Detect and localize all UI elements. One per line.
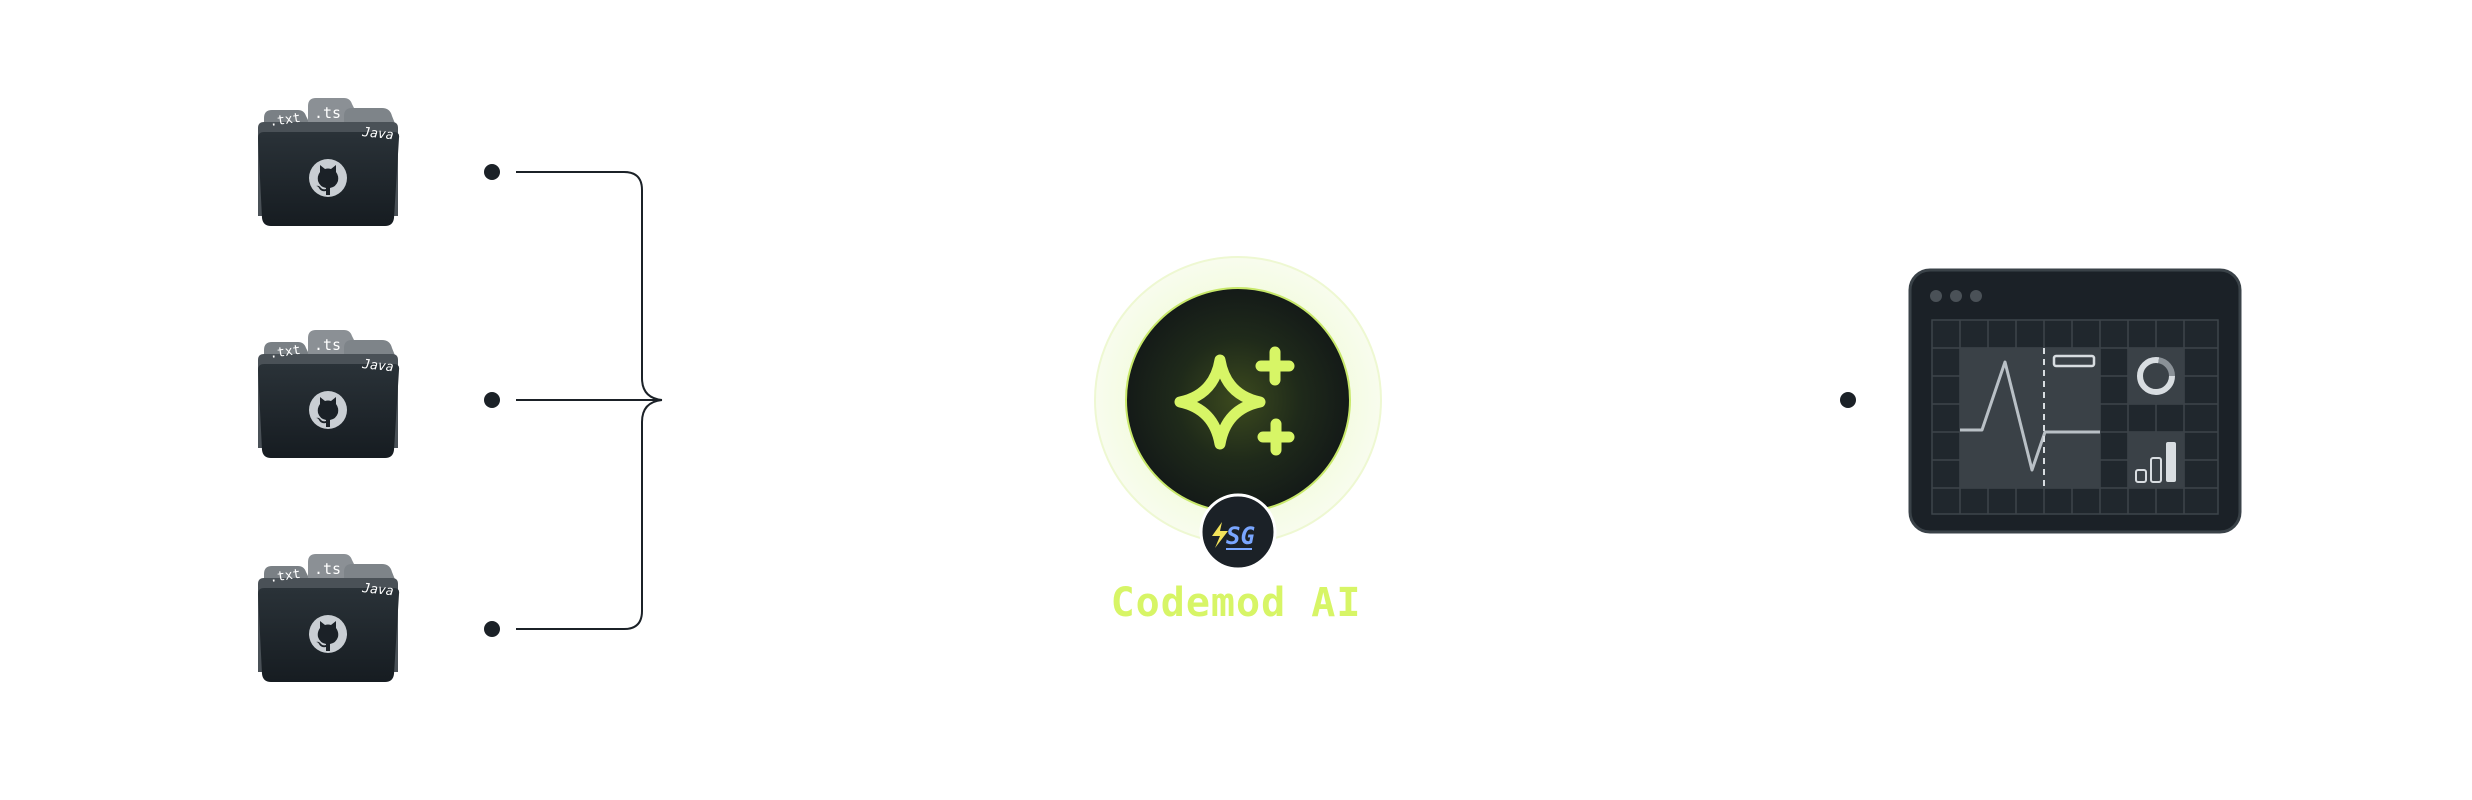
connector-dot-2 <box>484 392 500 408</box>
sg-badge: SG <box>1199 493 1277 571</box>
repo-folder-3: .txt .ts Java <box>258 554 400 682</box>
lightning-icon <box>1212 522 1228 548</box>
donut-panel <box>2128 348 2184 404</box>
connector-dot-3 <box>484 621 500 637</box>
codemod-ai-label: Codemod AI <box>1110 580 1362 626</box>
file-tab-txt: .txt <box>268 567 301 586</box>
line-chart <box>1960 360 2100 472</box>
repo-folder-1: .txt .ts Java <box>258 98 400 226</box>
window-dot <box>1930 290 1942 302</box>
github-icon <box>309 159 347 197</box>
badge-text: SG <box>1226 522 1255 550</box>
connector-dot-output <box>1840 392 1856 408</box>
merge-bracket <box>516 171 663 630</box>
file-tab-txt: .txt <box>268 343 301 362</box>
window-dot <box>1950 290 1962 302</box>
file-tab-txt: .txt <box>268 111 301 130</box>
file-tab-ts: .ts <box>314 336 341 354</box>
codemod-ai-node: SG <box>1094 256 1382 571</box>
file-tab-ts: .ts <box>314 560 341 578</box>
window-dot <box>1970 290 1982 302</box>
file-tab-java: Java <box>361 581 395 599</box>
sparkles-icon <box>1174 346 1295 456</box>
file-tab-ts: .ts <box>314 104 341 122</box>
tooltip-bar <box>2052 354 2096 368</box>
dashboard-icon <box>1908 268 2242 534</box>
file-tab-java: Java <box>361 125 395 143</box>
connector-dot-1 <box>484 164 500 180</box>
github-icon <box>309 391 347 429</box>
bar <box>2150 457 2162 483</box>
bar <box>2166 442 2176 482</box>
file-tab-java: Java <box>361 357 395 375</box>
repo-folder-2: .txt .ts Java <box>258 330 400 458</box>
bar <box>2135 469 2147 483</box>
github-icon <box>309 615 347 653</box>
core-circle <box>1125 287 1351 513</box>
